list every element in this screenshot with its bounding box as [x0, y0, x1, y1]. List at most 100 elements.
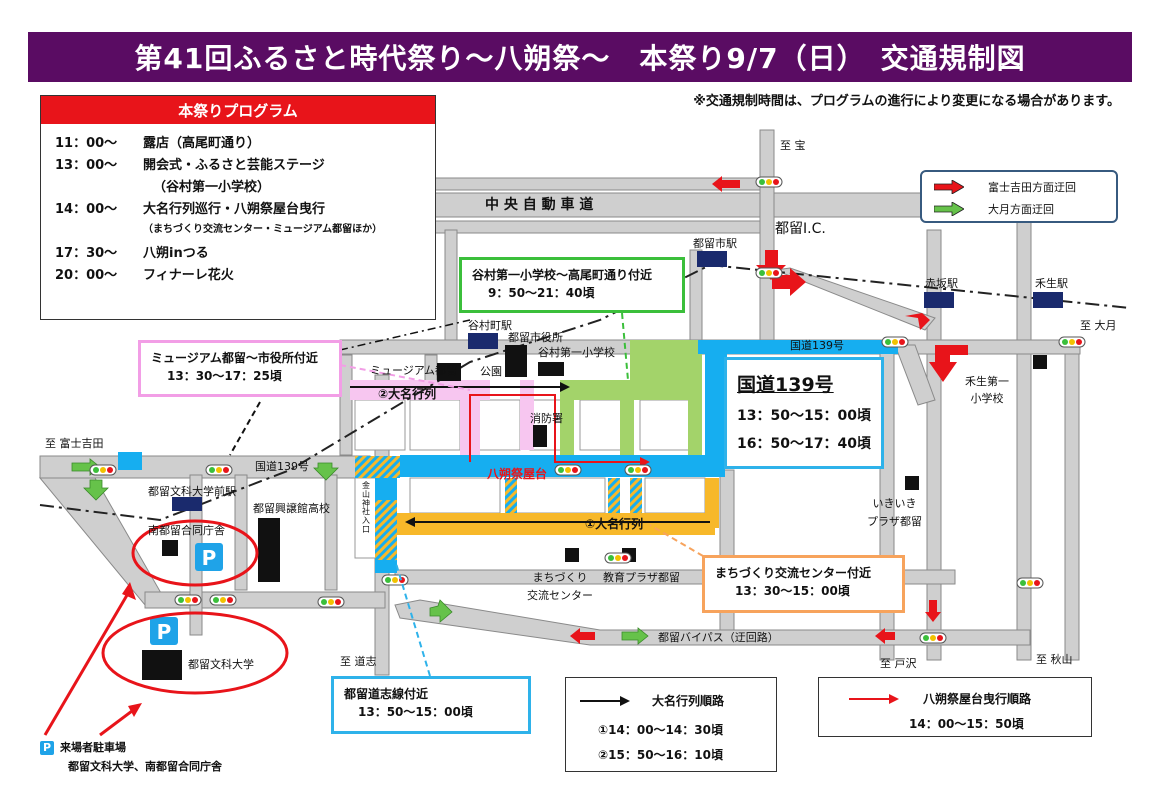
- program-time: 14：00〜: [55, 202, 118, 217]
- label-route139-east: 国道139号: [790, 339, 844, 352]
- label-museum: ミュージアム都留: [370, 364, 458, 377]
- program-time: 13：00〜: [55, 158, 118, 173]
- label-tsuru-ic: 都留I.C.: [775, 221, 826, 237]
- label-to-doshi: 至 道志: [340, 655, 377, 668]
- label-kojokan: 都留興譲館高校: [253, 502, 330, 515]
- detour-legend: 富士吉田方面迂回 大月方面迂回: [920, 170, 1118, 223]
- label-minami-office: 南都留合同庁舎: [148, 524, 225, 537]
- label-to-tozawa: 至 戸沢: [880, 657, 917, 670]
- traffic-lights: [89, 176, 1086, 644]
- parking-area-circle: [101, 611, 289, 695]
- legend-item: 大月方面迂回: [934, 198, 1116, 220]
- red-arrow-icon: [934, 180, 964, 194]
- float-route-time: 14：00〜15：50頃: [909, 717, 1024, 731]
- zone-title: まちづくり交流センター付近: [715, 566, 872, 580]
- label-parade-2: ②大名行列: [378, 387, 437, 401]
- label-yamura-station: 谷村町駅: [468, 319, 512, 332]
- route139-time: 16：50〜17：40頃: [737, 436, 871, 452]
- label-bunka-univ-station: 都留文科大学前駅: [148, 485, 236, 498]
- label-kanayama: 金山神社入口: [362, 481, 370, 534]
- program-time: 17：30〜: [55, 246, 118, 261]
- label-tanimura-school: 谷村第一小学校: [538, 346, 615, 359]
- zone-title: ミュージアム都留〜市役所付近: [151, 351, 318, 365]
- route139-title: 国道139号: [737, 374, 834, 396]
- program-time: 20：00〜: [55, 268, 118, 283]
- program-text: フィナーレ花火: [143, 268, 234, 283]
- legend-item: 富士吉田方面迂回: [934, 176, 1116, 198]
- program-item-sub: （谷村第一小学校）: [55, 176, 435, 198]
- label-parade-1: ①大名行列: [585, 517, 644, 531]
- label-bypass: 都留バイパス（迂回路）: [658, 631, 779, 644]
- program-text: 大名行列巡行・八朔祭屋台曳行: [143, 202, 326, 217]
- parade-route-time: ②15：50〜16：10頃: [598, 748, 723, 762]
- black-arrow-icon: [580, 695, 630, 706]
- parade-route-box: 大名行列順路 ①14：00〜14：30頃 ②15：50〜16：10頃: [565, 677, 777, 772]
- program-item: 11：00〜 露店（高尾町通り）: [55, 132, 435, 154]
- label-akasaka-station: 赤坂駅: [925, 277, 958, 290]
- label-to-fujiyoshida: 至 富士吉田: [45, 437, 104, 450]
- svg-text:P: P: [202, 546, 217, 570]
- zone-time: 9：50〜21：40頃: [488, 286, 595, 300]
- parking-note: P 来場者駐車場 都留文科大学、南都留合同庁舎: [40, 738, 222, 777]
- parade-route-label: 大名行列順路: [652, 694, 725, 708]
- route139-time: 13：50〜15：00頃: [737, 408, 871, 424]
- zone-machizukuri: まちづくり交流センター付近 13：30〜15：00頃: [702, 555, 905, 613]
- svg-text:P: P: [157, 620, 172, 644]
- program-item: 17：30〜 八朔inつる: [55, 242, 435, 264]
- label-kyoiku-plaza: 教育プラザ都留: [603, 571, 680, 584]
- float-route-legend: 八朔祭屋台曳行順路: [849, 690, 1091, 707]
- label-city-hall: 都留市役所: [508, 331, 563, 344]
- program-text: 八朔inつる: [143, 246, 209, 261]
- label-to-takara: 至 宝: [780, 139, 806, 152]
- program-subtext: （谷村第一小学校）: [153, 180, 271, 195]
- program-header: 本祭りプログラム: [41, 96, 435, 124]
- program-item: 13：00〜 開会式・ふるさと芸能ステージ: [55, 154, 435, 176]
- parking-places: 都留文科大学、南都留合同庁舎: [68, 760, 222, 774]
- label-expressway: 中 央 自 動 車 道: [485, 197, 594, 213]
- parking-badge-icon: P: [40, 741, 54, 755]
- parade-route-time: ①14：00〜14：30頃: [598, 723, 723, 737]
- label-tsurushi-station: 都留市駅: [693, 237, 737, 250]
- program-list: 11：00〜 露店（高尾町通り） 13：00〜 開会式・ふるさと芸能ステージ （谷村…: [41, 124, 435, 286]
- zone-doshi: 都留道志線付近 13：50〜15：00頃: [331, 676, 531, 734]
- parking-area-circle: [131, 519, 259, 587]
- page-title: 第41回ふるさと時代祭り〜八朔祭〜 本祭り9/7（日） 交通規制図: [28, 32, 1132, 82]
- label-route139-west: 国道139号: [255, 460, 309, 473]
- label-float: 八朔祭屋台: [487, 467, 548, 481]
- program-box: 本祭りプログラム 11：00〜 露店（高尾町通り） 13：00〜 開会式・ふるさと芸…: [40, 95, 436, 320]
- parking-icon: [195, 543, 223, 571]
- parade-route-legend: 大名行列順路: [580, 692, 776, 709]
- green-arrow-icon: [934, 202, 964, 216]
- program-item: 14：00〜 大名行列巡行・八朔祭屋台曳行: [55, 198, 435, 220]
- legend-label: 富士吉田方面迂回: [988, 181, 1076, 194]
- parking-icon: [150, 617, 178, 645]
- program-text: 開会式・ふるさと芸能ステージ: [143, 158, 325, 173]
- zone-title: 都留道志線付近: [344, 687, 429, 701]
- label-to-otsuki: 至 大月: [1080, 319, 1117, 332]
- expressway-road: [384, 192, 926, 218]
- zone-time: 13：30〜17：25頃: [167, 369, 282, 383]
- program-subtext: （まちづくり交流センター・ミュージアム都留ほか）: [143, 224, 383, 235]
- zone-time: 13：30〜15：00頃: [735, 584, 850, 598]
- legend-label: 大月方面迂回: [988, 203, 1054, 216]
- label-ryuge-school: 禾生第一 小学校: [965, 375, 1009, 405]
- float-route-box: 八朔祭屋台曳行順路 14：00〜15：50頃: [818, 677, 1092, 737]
- zone-museum: ミュージアム都留〜市役所付近 13：30〜17：25頃: [138, 340, 342, 397]
- red-line-arrow-icon: [849, 693, 899, 704]
- program-text: 露店（高尾町通り）: [143, 136, 261, 151]
- label-ikiiki-plaza: いきいき プラザ都留: [867, 497, 922, 528]
- label-park: 公園: [480, 365, 502, 378]
- parking-title: 来場者駐車場: [60, 741, 126, 754]
- label-ryuge-station: 禾生駅: [1035, 277, 1068, 290]
- label-to-akiyama: 至 秋山: [1036, 653, 1073, 666]
- program-time: 11：00〜: [55, 136, 118, 151]
- route139-box: 国道139号 13：50〜15：00頃 16：50〜17：40頃: [724, 357, 884, 469]
- label-bunka-univ: 都留文科大学: [188, 658, 254, 671]
- label-machizukuri: まちづくり 交流センター: [527, 571, 593, 602]
- schedule-note: ※交通規制時間は、プログラムの進行により変更になる場合があります。: [693, 94, 1120, 109]
- zone-time: 13：50〜15：00頃: [358, 705, 473, 719]
- zone-tanimura: 谷村第一小学校〜高尾町通り付近 9：50〜21：40頃: [459, 257, 685, 313]
- float-route-label: 八朔祭屋台曳行順路: [923, 692, 1032, 706]
- zone-title: 谷村第一小学校〜高尾町通り付近: [472, 268, 653, 282]
